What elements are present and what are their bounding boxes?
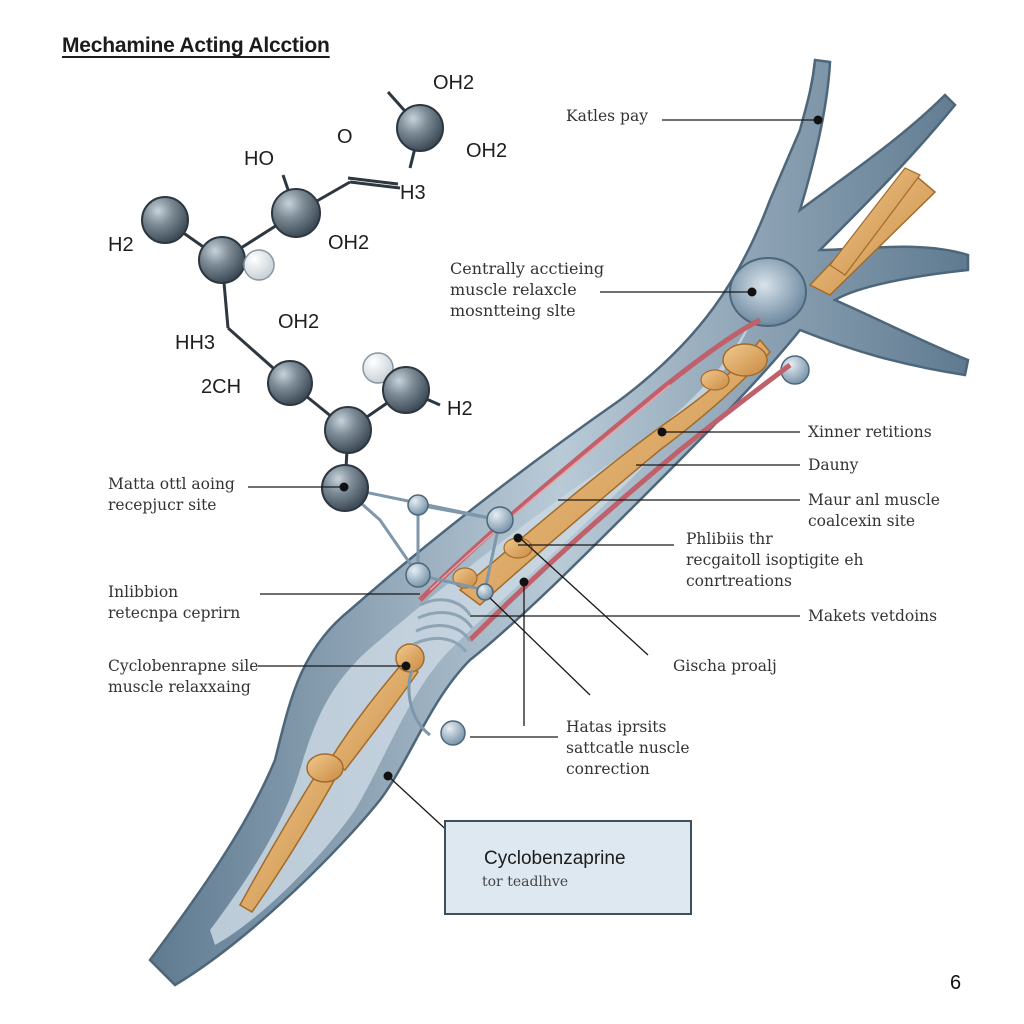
atom-label-ch2: 2CH — [201, 376, 242, 398]
label-maur-muscle: Maur anl muscle coalcexin site — [808, 490, 940, 532]
label-centrally-line-3: mosntteing slte — [450, 301, 576, 320]
label-inhibition-line-1: Inlibbion — [108, 583, 179, 601]
callout-title: Cyclobenzaprine — [484, 848, 626, 869]
atom-label-hh3: HH3 — [175, 332, 216, 354]
label-centrally-line-2: muscle relaxcle — [450, 280, 577, 299]
label-katles-pay: Katles pay — [566, 107, 648, 125]
label-cyclo-line-2: muscle relaxxaing — [108, 678, 251, 696]
label-phlibiis: Phlibiis thr recgaitoll isoptigite eh co… — [686, 529, 864, 592]
atom-label-oh2-top: OH2 — [433, 72, 475, 94]
atom-label-h2-left: H2 — [108, 234, 134, 256]
label-makets: Makets vetdoins — [808, 607, 938, 625]
cyclobenzaprine-callout-box: Cyclobenzaprine tor teadlhve — [444, 820, 692, 915]
label-gischa: Gischa proalj — [673, 657, 777, 675]
label-centrally-acting: Centrally acctieing muscle relaxcle mosn… — [450, 258, 604, 321]
label-hatas-line-2: sattcatle nuscle — [566, 739, 690, 757]
atom-label-oh2-center: OH2 — [278, 311, 320, 333]
page-number: 6 — [950, 972, 962, 994]
muscle-filaments — [238, 167, 937, 913]
atom-label-oh2-right: OH2 — [466, 140, 508, 162]
callout-subtitle: tor teadlhve — [482, 874, 569, 890]
atom-label-oh2-mid-right: OH2 — [328, 232, 370, 254]
label-maur-line-2: coalcexin site — [808, 512, 915, 530]
label-inhibition: Inlibbion retecnpa ceprirn — [108, 582, 240, 624]
label-xinner: Xinner retitions — [808, 423, 932, 441]
diagram-title: Mechamine Acting Alcction — [62, 34, 330, 57]
label-dauny: Dauny — [808, 456, 859, 474]
label-cyclo-line-1: Cyclobenrapne sile — [108, 657, 259, 675]
atom-label-o-top: O — [337, 126, 353, 148]
atom-label-ho: HO — [244, 148, 274, 170]
label-hatas-line-1: Hatas iprsits — [566, 718, 667, 736]
label-matta-receptor: Matta ottl aoing recepjucr site — [108, 474, 235, 516]
leader-lines — [248, 119, 818, 849]
receptor-network — [343, 486, 514, 746]
atom-label-h2-right: H2 — [447, 398, 473, 420]
molecule-structure — [141, 91, 444, 512]
label-matta-line-1: Matta ottl aoing — [108, 475, 235, 493]
label-maur-line-1: Maur anl muscle — [808, 491, 940, 509]
label-centrally-line-1: Centrally acctieing — [450, 259, 605, 278]
label-phlibiis-line-3: conrtreations — [686, 572, 792, 590]
label-hatas: Hatas iprsits sattcatle nuscle conrectio… — [566, 717, 690, 780]
label-matta-line-2: recepjucr site — [108, 496, 217, 514]
label-cyclobenrapne-side: Cyclobenrapne sile muscle relaxxaing — [108, 656, 258, 698]
label-phlibiis-line-1: Phlibiis thr — [686, 530, 773, 548]
label-inhibition-line-2: retecnpa ceprirn — [108, 604, 241, 622]
label-hatas-line-3: conrection — [566, 760, 650, 778]
receptor-ridges — [413, 598, 474, 653]
leader-dots — [339, 115, 823, 781]
atom-label-h3-top: H3 — [400, 182, 426, 204]
label-phlibiis-line-2: recgaitoll isoptigite eh — [686, 551, 864, 569]
